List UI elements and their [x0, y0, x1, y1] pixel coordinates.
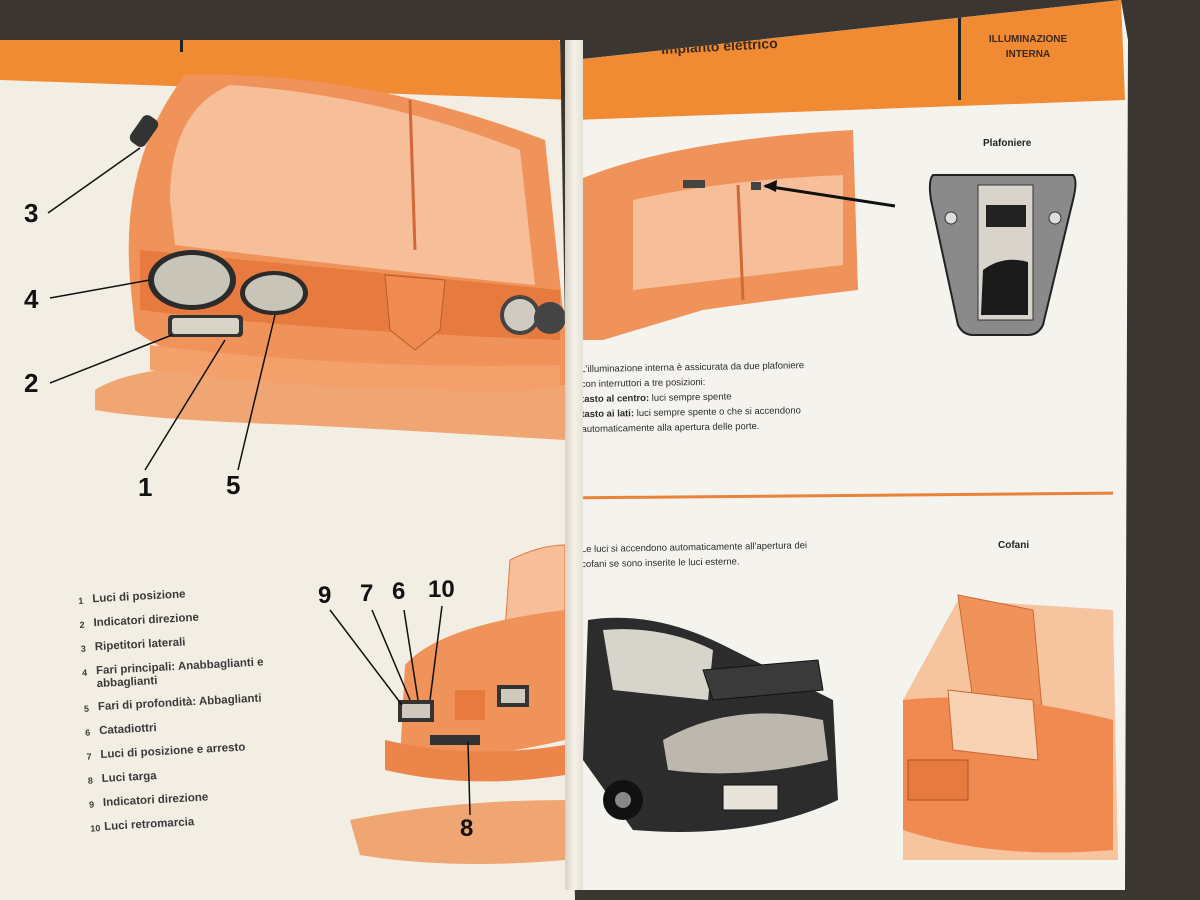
callout-8: 8 [460, 815, 474, 842]
plafoniere-caption: Plafoniere [983, 138, 1032, 149]
front-car-illustration [47, 74, 566, 471]
rear-car-illustration [329, 544, 566, 864]
right-page: Impianto elettrico ILLUMINAZIONE INTERNA… [573, 0, 1128, 890]
callout-4: 4 [24, 284, 39, 314]
interior-illustration [578, 130, 1077, 340]
left-header-divider [180, 40, 183, 52]
cofani-caption: Cofani [998, 540, 1030, 551]
callout-9: 9 [318, 582, 332, 609]
right-header-divider [958, 5, 961, 100]
callout-10: 10 [428, 576, 455, 603]
left-header-title: Impianto elettrico [352, 9, 471, 43]
callout-5: 5 [226, 470, 241, 500]
callout-3: 3 [24, 198, 39, 228]
callout-1: 1 [138, 472, 153, 502]
book-spine [565, 40, 583, 890]
section-tab: ILLUMINAZIONE INTERNA [988, 34, 1068, 60]
left-page: Impianto elettrico 3 4 2 1 5 [0, 9, 575, 900]
callout-7: 7 [360, 580, 374, 607]
trunk-illustration [583, 594, 1118, 860]
callout-2: 2 [24, 368, 39, 398]
callout-6: 6 [392, 578, 406, 605]
